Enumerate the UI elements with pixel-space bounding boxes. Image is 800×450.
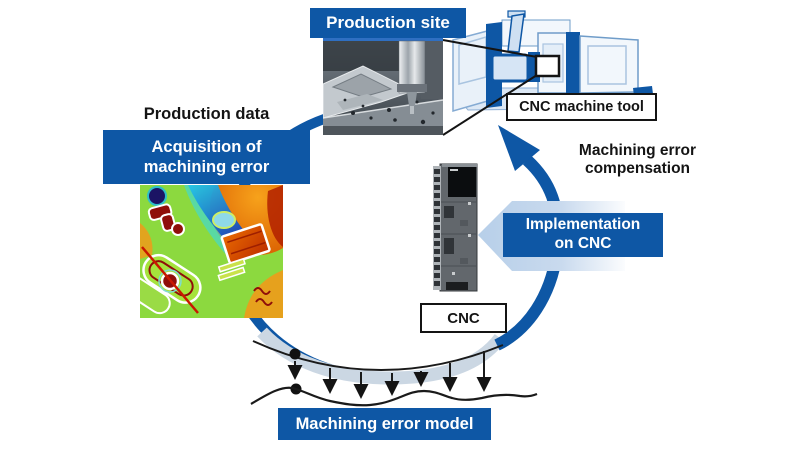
- cnc-text: CNC: [447, 309, 480, 327]
- production-site-text: Production site: [326, 12, 450, 32]
- compensation-arrowhead-icon: [498, 125, 540, 171]
- error-heatmap-image: [123, 159, 306, 318]
- machining-error-compensation-label: Machining error compensation: [555, 142, 720, 179]
- implementation-text-line1: Implementation: [525, 216, 641, 234]
- sample-point-top: [289, 348, 301, 360]
- callout-line-bottom: [442, 74, 538, 136]
- error-model-graphic: [250, 340, 538, 407]
- production-data-text: Production data: [143, 105, 270, 123]
- cnc-controller-image: [432, 162, 479, 294]
- compensation-text-line1: Machining error: [578, 142, 697, 159]
- production-site-label: Production site: [310, 8, 466, 38]
- nominal-line: [252, 340, 504, 372]
- cnc-label: CNC: [420, 303, 507, 333]
- callout-line-top: [442, 39, 538, 58]
- acquisition-of-machining-error-label: Acquisition of machining error: [103, 130, 310, 184]
- error-model-text: Machining error model: [295, 414, 474, 433]
- production-photo-image: [322, 38, 444, 135]
- acquisition-text-line1: Acquisition of: [151, 137, 262, 156]
- cnc-machine-tool-text: CNC machine tool: [519, 99, 644, 115]
- callout-rect: [534, 54, 561, 78]
- compensation-text-line2: compensation: [584, 160, 691, 178]
- acquisition-text-line2: machining error: [143, 158, 270, 176]
- implementation-on-cnc-label: Implementation on CNC: [503, 213, 663, 257]
- error-curve: [250, 386, 538, 407]
- cnc-machine-tool-label: CNC machine tool: [506, 93, 657, 121]
- implementation-text-line2: on CNC: [554, 235, 612, 252]
- machining-error-model-label: Machining error model: [278, 408, 491, 440]
- production-data-label: Production data: [103, 105, 310, 124]
